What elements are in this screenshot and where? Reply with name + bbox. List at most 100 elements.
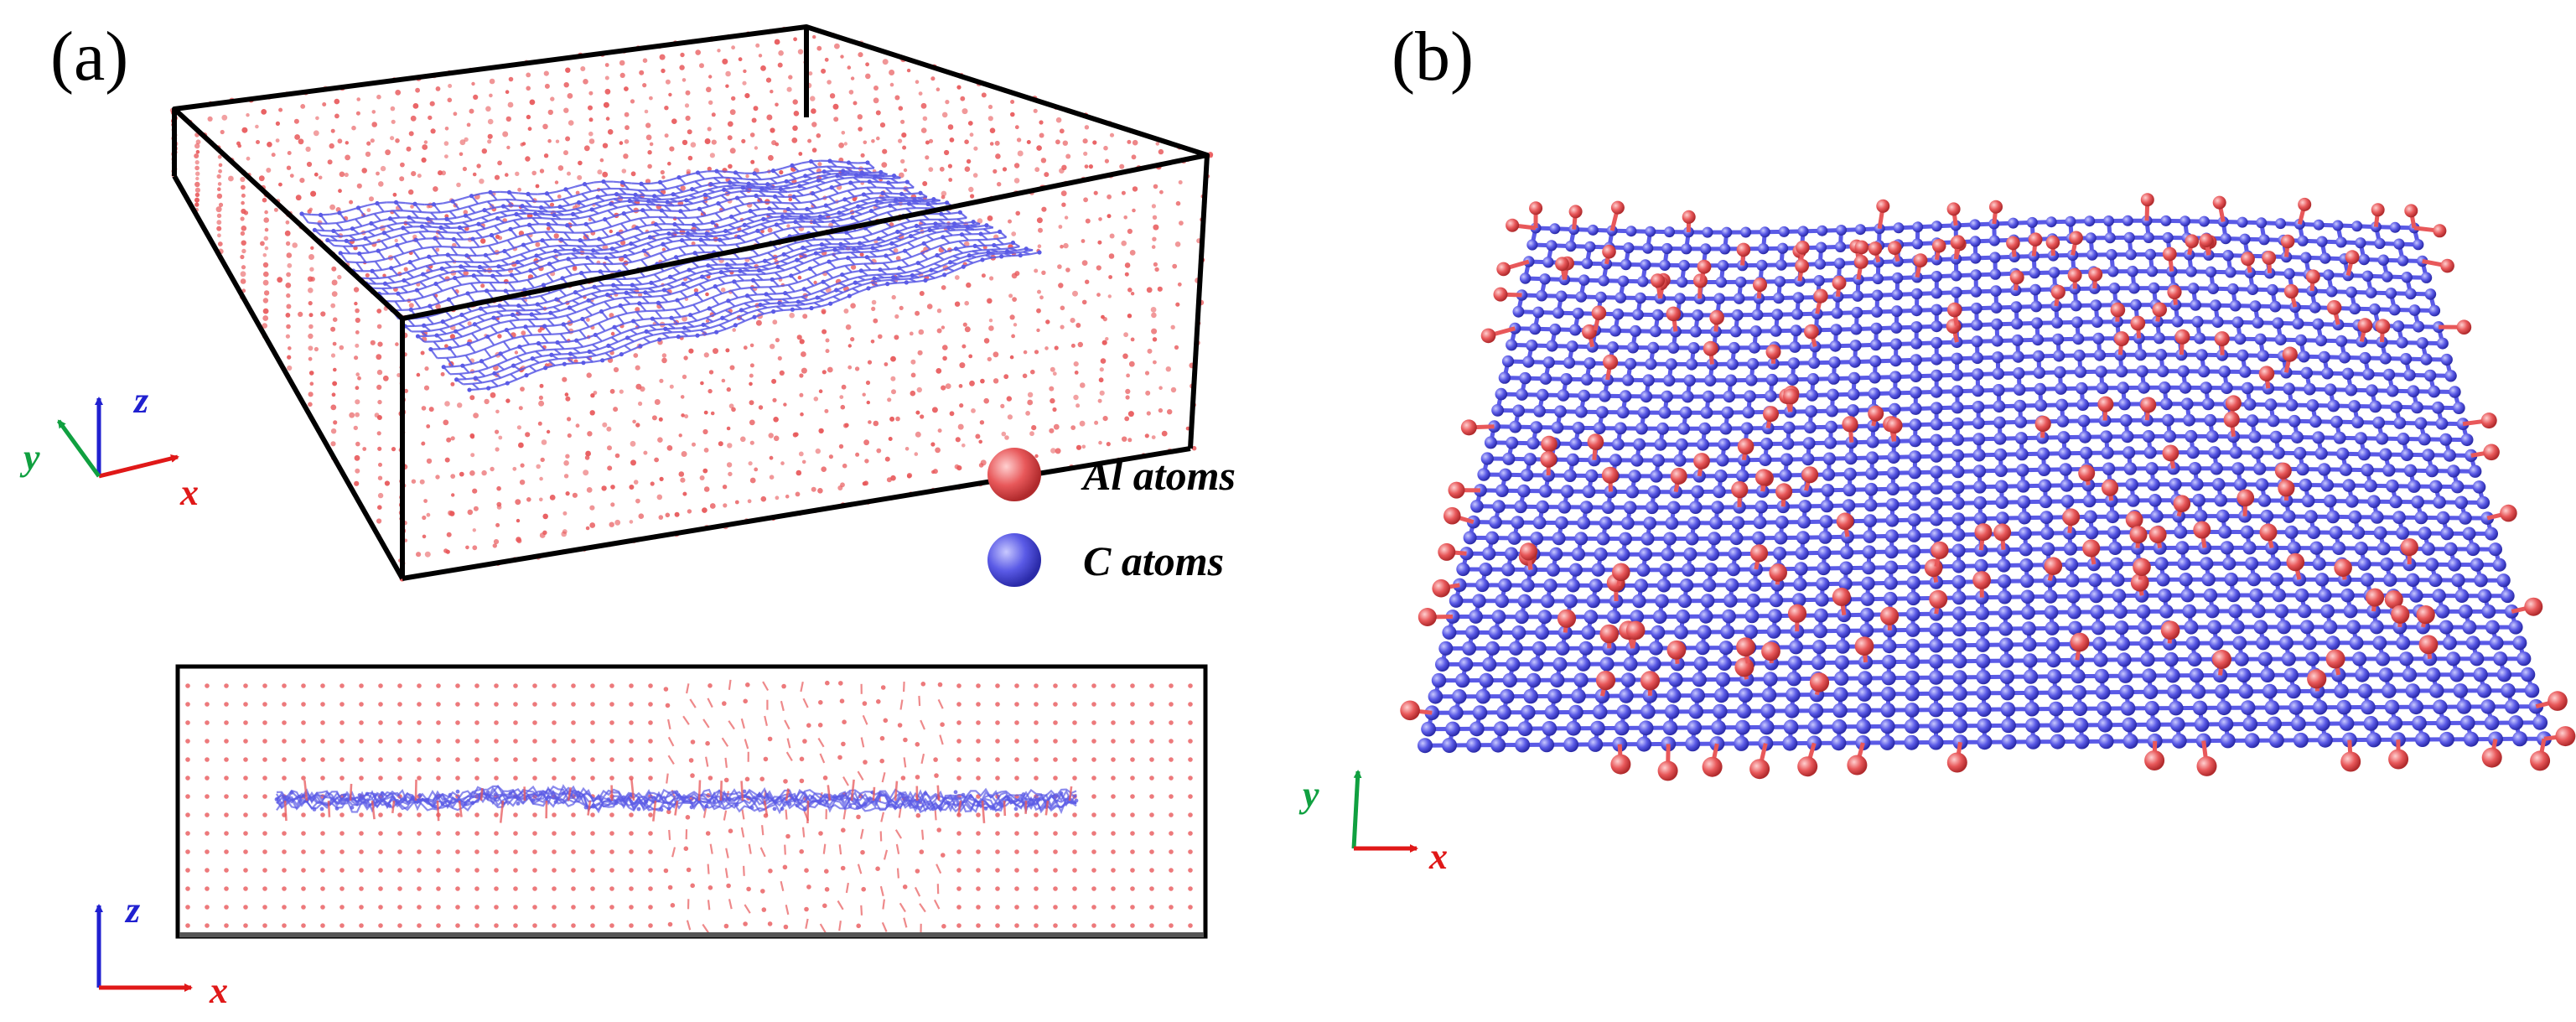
c-atom bbox=[832, 247, 837, 252]
al-atom bbox=[267, 142, 272, 148]
c-bond bbox=[758, 252, 769, 257]
c-bond bbox=[806, 184, 816, 190]
al-atom bbox=[793, 111, 800, 117]
al-atom bbox=[382, 375, 389, 381]
c-bond bbox=[477, 315, 485, 322]
al-atom bbox=[817, 488, 823, 494]
al-atom bbox=[228, 175, 234, 182]
c-bond bbox=[594, 300, 605, 306]
al-atom bbox=[649, 142, 654, 147]
al-atom bbox=[1011, 334, 1015, 339]
c-bond bbox=[670, 290, 681, 295]
c-bond bbox=[546, 269, 557, 275]
c-bond bbox=[581, 190, 592, 195]
c-bond bbox=[448, 210, 458, 219]
c-atom bbox=[1004, 249, 1010, 254]
c-bond bbox=[552, 253, 562, 258]
c-atom bbox=[718, 269, 723, 275]
al-atom bbox=[282, 923, 287, 928]
c-bond bbox=[544, 231, 553, 241]
al-atom bbox=[1153, 360, 1157, 365]
al-atom bbox=[728, 720, 735, 730]
c-atom bbox=[479, 359, 485, 364]
c-bond bbox=[496, 309, 506, 313]
al-atom bbox=[520, 386, 525, 392]
c-bond bbox=[739, 190, 748, 198]
c-atom bbox=[530, 356, 535, 361]
al-atom bbox=[1055, 448, 1061, 454]
c-bond bbox=[586, 354, 597, 358]
c-bond bbox=[817, 165, 827, 169]
c-atom bbox=[599, 309, 604, 314]
c-bond bbox=[862, 233, 873, 238]
c-bond bbox=[557, 314, 568, 319]
al-atom bbox=[411, 479, 417, 484]
c-bond bbox=[680, 287, 691, 293]
al-atom bbox=[308, 254, 314, 260]
al-atom bbox=[572, 492, 578, 498]
al-atom bbox=[699, 475, 705, 480]
al-atom bbox=[588, 138, 595, 144]
al-atom bbox=[538, 395, 544, 400]
c-bond bbox=[796, 188, 807, 192]
al-atom bbox=[747, 499, 752, 504]
c-bond bbox=[308, 221, 319, 225]
al-atom bbox=[635, 498, 640, 504]
c-bond bbox=[428, 274, 439, 280]
al-atom bbox=[481, 148, 487, 154]
al-atom bbox=[711, 139, 717, 145]
al-atom bbox=[1060, 324, 1065, 329]
c-atom bbox=[805, 206, 810, 211]
al-atom bbox=[505, 398, 511, 403]
c-bond bbox=[424, 221, 433, 228]
al-atom bbox=[1036, 328, 1040, 333]
c-atom bbox=[337, 210, 342, 215]
al-atom bbox=[448, 510, 454, 516]
c-bond bbox=[665, 236, 673, 243]
al-atom bbox=[320, 311, 326, 317]
c-atom bbox=[415, 334, 421, 339]
al-atom bbox=[930, 442, 936, 447]
c-bond bbox=[997, 236, 1007, 240]
c-bond bbox=[850, 252, 858, 258]
c-bond bbox=[563, 231, 572, 241]
c-atom bbox=[350, 226, 355, 231]
c-bond bbox=[724, 305, 736, 311]
al-atom bbox=[822, 329, 827, 335]
c-bond bbox=[501, 257, 511, 262]
c-atom bbox=[547, 262, 552, 267]
c-bond bbox=[930, 245, 941, 251]
c-bond bbox=[926, 231, 937, 236]
c-atom bbox=[657, 337, 662, 342]
al-atom bbox=[395, 90, 402, 96]
c-atom bbox=[675, 298, 680, 303]
c-bond bbox=[724, 205, 735, 211]
al-atom bbox=[308, 345, 314, 351]
c-bond bbox=[783, 226, 793, 231]
c-bond bbox=[481, 213, 492, 219]
al-atom bbox=[590, 868, 595, 873]
c-bond bbox=[512, 219, 521, 228]
c-atom bbox=[978, 231, 983, 236]
c-bond bbox=[789, 170, 800, 175]
al-atom bbox=[355, 412, 360, 418]
c-bond bbox=[847, 187, 858, 192]
al-atom bbox=[1106, 442, 1111, 447]
al-atom bbox=[723, 923, 729, 929]
al-atom bbox=[624, 112, 630, 117]
al-atom bbox=[717, 49, 721, 53]
c-atom bbox=[718, 237, 723, 242]
c-atom bbox=[667, 274, 673, 279]
al-atom bbox=[575, 423, 580, 428]
c-bond bbox=[847, 189, 855, 198]
al-atom bbox=[565, 454, 570, 459]
al-atom bbox=[1037, 244, 1042, 249]
al-atom bbox=[1124, 272, 1129, 277]
al-atom bbox=[195, 171, 200, 176]
c-atom bbox=[661, 288, 667, 293]
al-atom bbox=[377, 505, 382, 510]
al-atom bbox=[648, 905, 653, 910]
al-atom bbox=[262, 298, 269, 303]
al-atom bbox=[513, 886, 518, 891]
al-atom bbox=[314, 172, 319, 177]
